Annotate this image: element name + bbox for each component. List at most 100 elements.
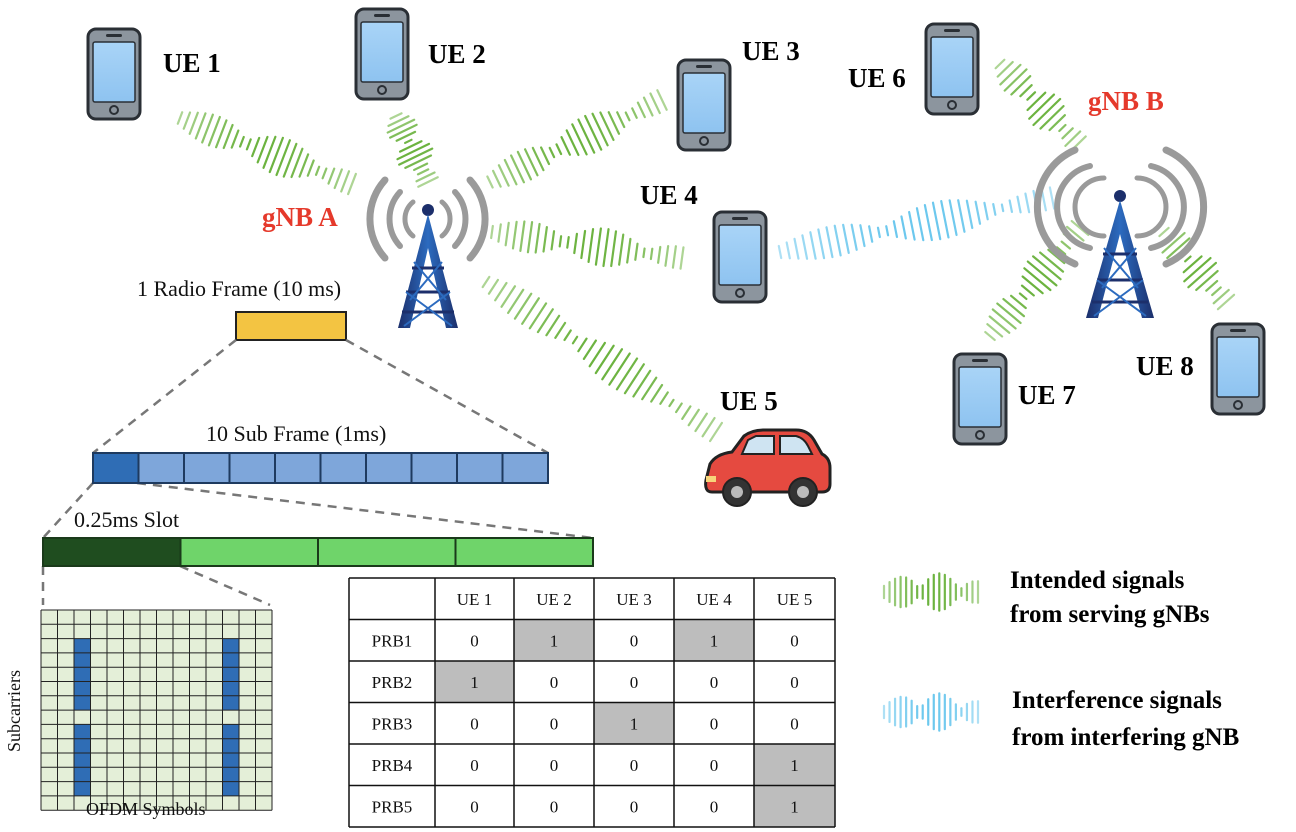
wave-ue6-intended <box>994 58 1087 153</box>
table-cell: 0 <box>550 797 559 816</box>
slot-cell <box>317 537 457 567</box>
table-cell: 0 <box>710 797 719 816</box>
reference-signal-block <box>222 724 239 796</box>
table-cell: 0 <box>550 756 559 775</box>
wave-ue2-intended <box>386 112 439 188</box>
allocated-cell <box>754 744 835 786</box>
ue3-label: UE 3 <box>742 36 800 66</box>
allocated-cell <box>435 661 514 703</box>
slot-cell <box>179 537 319 567</box>
radio-frame-block <box>235 311 347 341</box>
table-row-label: PRB1 <box>372 631 413 650</box>
ue7-label: UE 7 <box>1018 380 1076 410</box>
table-cell: 0 <box>710 714 719 733</box>
table-row-label: PRB2 <box>372 673 413 692</box>
gnb-b-label: gNB B <box>1088 86 1164 116</box>
table-header-cell: UE 3 <box>616 590 651 609</box>
subframe-cell <box>137 452 185 484</box>
table-row-label: PRB5 <box>372 797 413 816</box>
subframe-cell <box>319 452 367 484</box>
radio-frame-label: 1 Radio Frame (10 ms) <box>137 276 341 301</box>
table-row-label: PRB3 <box>372 714 413 733</box>
table-cell: 1 <box>710 631 719 650</box>
gnb-b-tower-icon <box>1033 146 1208 318</box>
ue7-phone-icon <box>952 352 1008 446</box>
table-cell: 0 <box>630 631 639 650</box>
table-cell: 0 <box>550 673 559 692</box>
table-header-cell: UE 1 <box>457 590 492 609</box>
subframe-cell <box>456 452 504 484</box>
legend-wave-intended <box>882 572 980 612</box>
table-cell: 0 <box>470 797 479 816</box>
subframe-cell <box>183 452 231 484</box>
table-cell: 0 <box>710 756 719 775</box>
intended-signal-waves-gnb-a <box>176 89 723 443</box>
ue2-label: UE 2 <box>428 39 486 69</box>
table-cell: 0 <box>790 631 799 650</box>
ue6-phone-icon <box>924 22 980 116</box>
zoom-lines <box>41 338 594 607</box>
table-cell: 1 <box>470 673 479 692</box>
ue3-phone-icon <box>676 58 732 152</box>
gnb-a-label: gNB A <box>262 202 338 232</box>
ue8-phone-icon <box>1210 322 1266 416</box>
legend-intended-line2: from serving gNBs <box>1010 601 1210 628</box>
slot-bar <box>42 537 594 567</box>
subframe-cell <box>501 452 549 484</box>
legend-interference-line2: from interfering gNB <box>1012 724 1239 751</box>
reference-signal-block <box>74 724 91 796</box>
table-header-cell: UE 2 <box>536 590 571 609</box>
table-cell: 0 <box>630 756 639 775</box>
ue1-phone-icon <box>86 27 142 121</box>
intended-signal-legend-icon <box>882 572 980 612</box>
ue2-phone-icon <box>354 7 410 101</box>
wave-ue5-intended <box>481 275 723 443</box>
ofdm-symbols-label: OFDM Symbols <box>86 799 206 819</box>
table-header-cell: UE 5 <box>777 590 812 609</box>
table-cell: 0 <box>630 797 639 816</box>
table-cell: 0 <box>470 631 479 650</box>
table-row-label: PRB4 <box>372 756 413 775</box>
legend-interference-line1: Interference signals <box>1012 687 1222 714</box>
allocated-cell <box>514 619 594 661</box>
table-cell: 0 <box>470 756 479 775</box>
legend-wave-interference <box>882 692 980 732</box>
gnb-a-tower-icon <box>366 176 489 328</box>
slot-cell <box>454 537 594 567</box>
wave-ue3-intended <box>486 89 668 189</box>
subframe-cell <box>274 452 322 484</box>
ue6-label: UE 6 <box>848 63 906 93</box>
slot-label: 0.25ms Slot <box>74 507 179 532</box>
subframe-cell <box>365 452 413 484</box>
subframe-cell <box>410 452 458 484</box>
ue4-label: UE 4 <box>640 180 698 210</box>
allocated-cell <box>594 702 674 744</box>
legend-intended-line1: Intended signals <box>1010 567 1185 594</box>
table-cell: 0 <box>710 673 719 692</box>
table-cell: 1 <box>550 631 559 650</box>
table-cell: 1 <box>630 714 639 733</box>
table-cell: 0 <box>550 714 559 733</box>
sub-frame-label: 10 Sub Frame (1ms) <box>206 421 386 446</box>
subcarriers-label: Subcarriers <box>4 670 24 752</box>
ofdm-resource-grid <box>40 609 273 811</box>
table-header-cell: UE 4 <box>696 590 732 609</box>
allocated-cell <box>674 619 754 661</box>
slot-cell <box>42 537 182 567</box>
ue4-phone-icon <box>712 210 768 304</box>
table-cell: 0 <box>470 714 479 733</box>
allocated-cell <box>754 785 835 827</box>
subframe-cell <box>228 452 276 484</box>
subframe-cell <box>92 452 140 484</box>
interference-signal-legend-icon <box>882 692 980 732</box>
table-cell: 1 <box>790 797 799 816</box>
ue1-label: UE 1 <box>163 48 221 78</box>
ue5-label: UE 5 <box>720 386 778 416</box>
table-cell: 0 <box>790 714 799 733</box>
table-cell: 1 <box>790 756 799 775</box>
wave-ue4-interference <box>777 186 1056 260</box>
wave-ue4-intended <box>490 220 685 270</box>
wave-ue1-intended <box>176 111 357 196</box>
